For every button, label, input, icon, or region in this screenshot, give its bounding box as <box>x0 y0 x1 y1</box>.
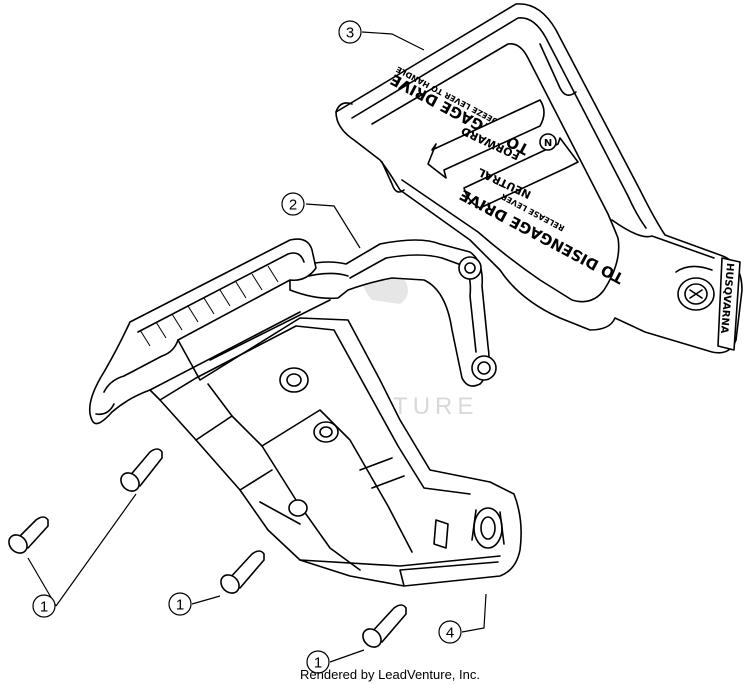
callout-4: 4 <box>438 620 462 644</box>
control-housing <box>88 238 522 587</box>
callout-2: 2 <box>281 192 305 216</box>
svg-text:1: 1 <box>314 655 322 672</box>
callout-3: 3 <box>338 20 362 44</box>
callout-1c: 1 <box>306 650 330 674</box>
drive-lever-bail <box>289 239 497 387</box>
callout-1a: 1 <box>32 594 56 618</box>
neutral-badge-letter: N <box>544 138 552 149</box>
callout-1b: 1 <box>168 592 192 616</box>
screw-2 <box>120 448 163 492</box>
neutral-badge <box>539 133 557 151</box>
svg-text:3: 3 <box>346 25 354 42</box>
svg-text:4: 4 <box>446 625 454 642</box>
svg-text:1: 1 <box>40 599 48 616</box>
footer-credit: Rendered by LeadVenture, Inc. <box>300 667 480 682</box>
svg-text:1: 1 <box>176 597 184 614</box>
neutral-arrow: NEUTRAL N <box>463 133 579 209</box>
lever-pivot-knob <box>675 265 715 311</box>
svg-text:2: 2 <box>289 197 297 214</box>
screw-3 <box>220 550 265 594</box>
screw-1 <box>8 516 49 554</box>
decal-cover: HUSQVARNA TO ENGAGE DRIVE SQUEEZE LEVER … <box>335 3 743 354</box>
screw-4 <box>362 604 407 648</box>
